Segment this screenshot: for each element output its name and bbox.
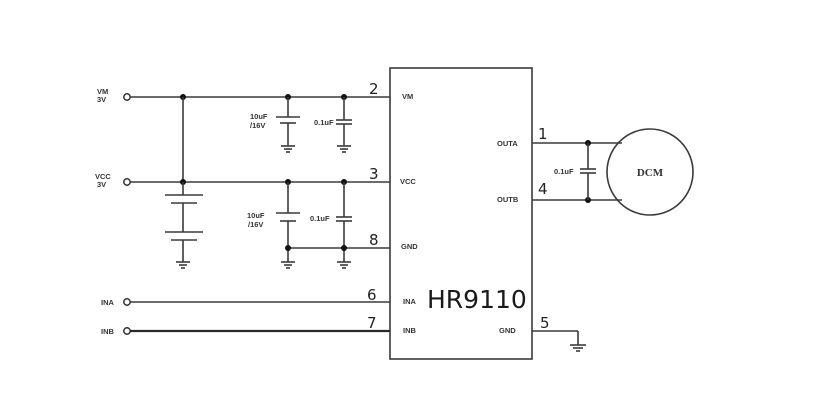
ina-terminal[interactable]: [123, 298, 131, 306]
vcc-terminal[interactable]: [123, 178, 131, 186]
cap-vcc-bulk-value: 10uF: [247, 211, 265, 220]
capacitor-vcc-bulk: [276, 182, 300, 269]
ground-icon: [337, 261, 351, 269]
cap-motor-value: 0.1uF: [554, 167, 574, 176]
pin-number-4: 4: [538, 180, 548, 198]
pin-number-5: 5: [540, 314, 550, 332]
motor-icon: [606, 128, 694, 216]
inb-label: INB: [101, 327, 115, 336]
cap-vcc-dec-value: 0.1uF: [310, 214, 330, 223]
motor-label: DCM: [637, 167, 664, 179]
capacitor-motor: [580, 143, 596, 200]
junction-dot: [341, 245, 347, 251]
ground-icon: [281, 145, 295, 153]
battery-icon: [165, 182, 203, 269]
pin-number-2: 2: [369, 80, 379, 98]
gnd-pin5-wire: [532, 330, 586, 352]
pin-label-vcc: VCC: [400, 177, 416, 186]
ina-label: INA: [101, 298, 115, 307]
pin-label-ina: INA: [403, 297, 417, 306]
pin-number-1: 1: [538, 125, 548, 143]
capacitor-vcc-decoupling: [336, 182, 352, 269]
ground-icon: [176, 261, 190, 269]
pin-number-6: 6: [367, 286, 377, 304]
cap-vcc-bulk-rating: /16V: [248, 220, 263, 229]
cap-vm-bulk-value: 10uF: [250, 112, 268, 121]
capacitor-vm-decoupling: [336, 97, 352, 153]
vm-voltage: 3V: [97, 95, 106, 104]
pin-number-8: 8: [369, 231, 379, 249]
junction-dot: [285, 245, 291, 251]
cap-vm-dec-value: 0.1uF: [314, 118, 334, 127]
pin-label-inb: INB: [403, 326, 417, 335]
vm-label: VM: [97, 87, 108, 96]
cap-vm-bulk-rating: /16V: [250, 121, 265, 130]
chip-body: [389, 67, 533, 360]
pin-number-7: 7: [367, 314, 377, 332]
pin-label-gnd-5: GND: [499, 326, 516, 335]
vcc-voltage: 3V: [97, 180, 106, 189]
pin-label-gnd-8: GND: [401, 242, 418, 251]
pin-label-outb: OUTB: [497, 195, 519, 204]
chip-name: HR9110: [427, 285, 527, 314]
inb-terminal[interactable]: [123, 327, 131, 335]
pin-label-outa: OUTA: [497, 139, 518, 148]
capacitor-vm-bulk: [276, 97, 300, 153]
pin-number-3: 3: [369, 165, 379, 183]
ground-icon: [337, 145, 351, 153]
vcc-label: VCC: [95, 172, 111, 181]
pin-label-vm: VM: [402, 92, 413, 101]
ground-icon: [570, 344, 586, 352]
ground-icon: [281, 261, 295, 269]
vm-terminal[interactable]: [123, 93, 131, 101]
